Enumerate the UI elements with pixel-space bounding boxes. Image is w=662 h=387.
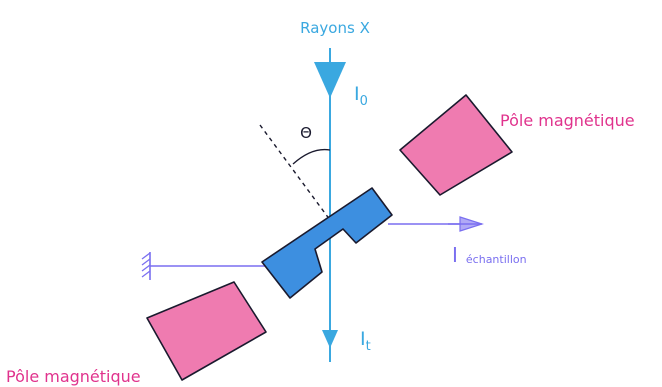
ground-icon: [141, 252, 151, 278]
sample-normal-line: [259, 124, 331, 221]
transmitted-intensity-label: It: [360, 328, 371, 354]
transmitted-arrow-icon: [322, 330, 338, 348]
magnetic-pole-top: [399, 94, 513, 196]
incident-arrow-icon: [314, 62, 346, 98]
pole-label-bottom: Pôle magnétique: [6, 367, 141, 386]
angle-arc: [292, 148, 331, 165]
sample-shape: [261, 187, 393, 299]
magnetic-pole-bottom: [146, 281, 267, 381]
angle-label: Θ: [300, 124, 312, 142]
incident-intensity-label: I0: [354, 83, 368, 109]
pole-label-top: Pôle magnétique: [500, 111, 635, 130]
beam-label: Rayons X: [300, 19, 370, 37]
current-arrow-icon: [448, 216, 484, 232]
